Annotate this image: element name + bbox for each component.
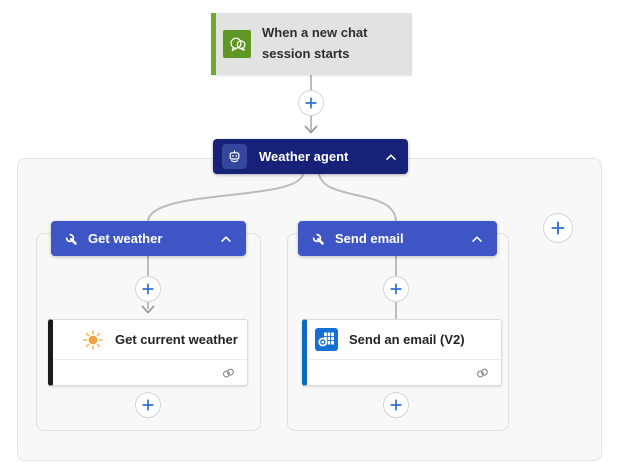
action-title: Send an email (V2) — [349, 332, 465, 347]
bot-icon — [222, 144, 247, 169]
tool-header-get-weather[interactable]: Get weather — [51, 221, 246, 256]
chat-bubbles-icon — [223, 30, 251, 58]
tool-header-label: Send email — [335, 231, 404, 246]
trigger-title: When a new chat session starts — [262, 25, 368, 61]
wrench-icon — [312, 233, 324, 245]
add-tool-button[interactable] — [543, 213, 573, 243]
chevron-up-icon — [386, 153, 396, 160]
tool-header-send-email[interactable]: Send email — [298, 221, 497, 256]
arrowhead-into-agent — [304, 125, 318, 134]
sun-icon — [83, 329, 103, 350]
connection-link-icon — [222, 368, 234, 377]
insert-step-button-above-agent[interactable] — [298, 90, 324, 116]
chevron-up-icon — [472, 235, 482, 242]
action-title: Get current weather — [115, 332, 238, 347]
agent-collapse-button[interactable] — [383, 151, 399, 163]
agent-node[interactable]: Weather agent — [213, 139, 408, 174]
connection-link-icon — [476, 368, 488, 377]
insert-step-button-get-weather[interactable] — [135, 276, 161, 302]
outlook-icon — [315, 328, 338, 351]
add-action-button-send-email[interactable] — [383, 392, 409, 418]
chevron-up-icon — [221, 235, 231, 242]
add-action-button-get-weather[interactable] — [135, 392, 161, 418]
action-card-get-current-weather[interactable]: Get current weather — [48, 319, 248, 386]
wrench-icon — [65, 233, 77, 245]
send-email-collapse-button[interactable] — [469, 233, 485, 245]
trigger-card[interactable]: When a new chat session starts — [211, 13, 412, 75]
get-weather-collapse-button[interactable] — [218, 233, 234, 245]
action-card-send-an-email-v2[interactable]: Send an email (V2) — [302, 319, 502, 386]
insert-step-button-send-email[interactable] — [383, 276, 409, 302]
agent-node-label: Weather agent — [259, 149, 349, 164]
agent-scope-container — [17, 158, 602, 461]
tool-header-label: Get weather — [88, 231, 163, 246]
